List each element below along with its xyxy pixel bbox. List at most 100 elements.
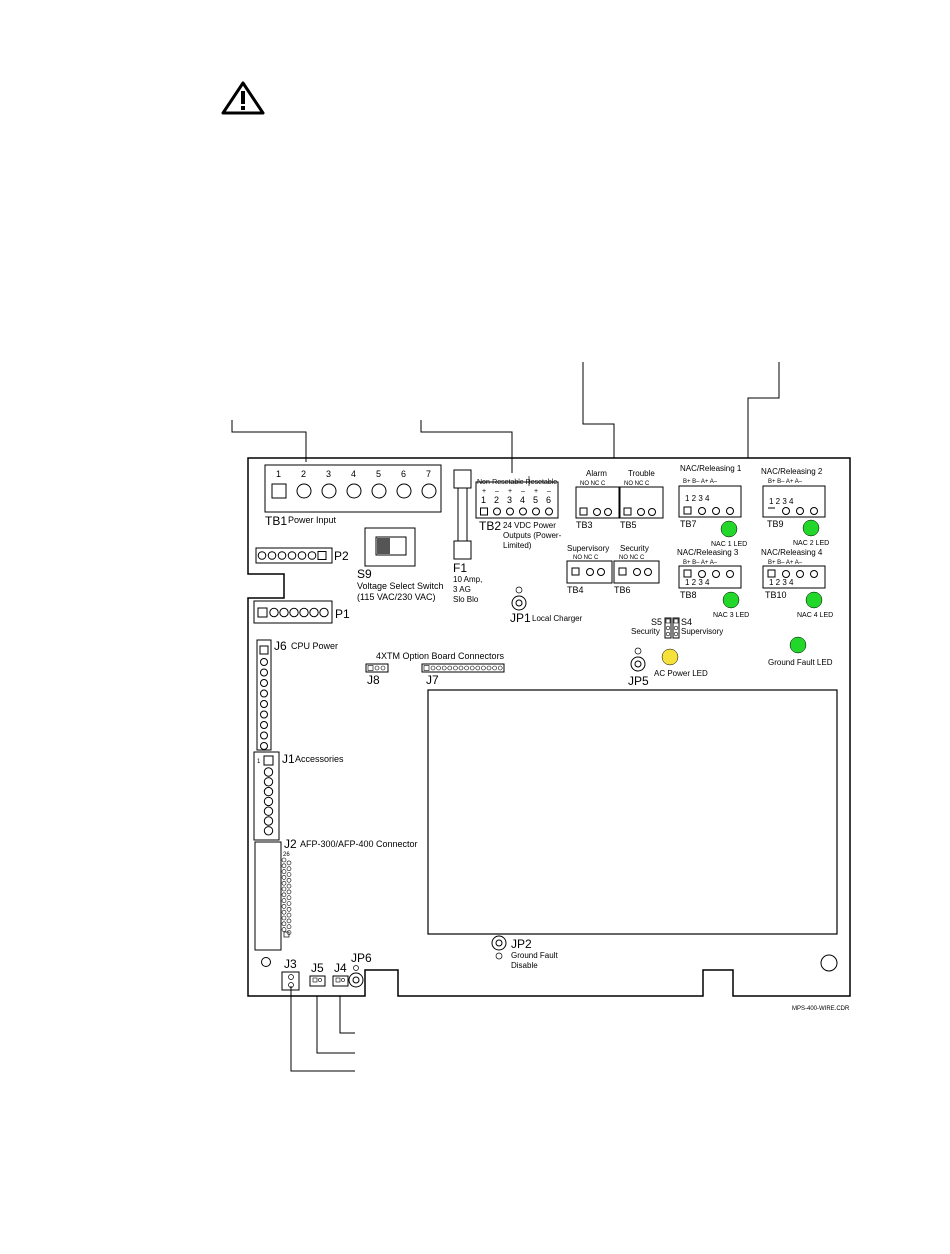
j1-pin	[263, 806, 274, 816]
p2-name: P2	[334, 549, 349, 563]
tb1-terminal	[421, 483, 437, 499]
p1-connector: P1	[253, 600, 350, 624]
j7-pin	[486, 665, 492, 671]
j2-pin	[286, 883, 292, 889]
tb8-nac-3: NAC/Releasing 3 B+ B– A+ A– 1 2 3 4 TB8 …	[677, 548, 749, 619]
tb2-polarity: –	[521, 488, 525, 495]
j2-pin	[281, 857, 287, 863]
nac-3-led	[722, 591, 740, 609]
j2-pin	[281, 904, 287, 909]
j1-pin	[263, 816, 274, 826]
jp1-desc: Local Charger	[532, 614, 583, 623]
j1-pin	[263, 796, 274, 807]
j2-pin	[286, 877, 292, 883]
j2-pin	[286, 889, 292, 895]
s4-name: S4	[681, 617, 692, 627]
j7-pin	[475, 665, 481, 671]
j6-pin	[260, 710, 268, 719]
p1-pin	[299, 607, 309, 618]
tb2-polarity: +	[534, 488, 538, 495]
tb6-security: Security NO NC C TB6	[613, 544, 660, 595]
p1-pin	[319, 607, 329, 618]
j6-pin	[260, 679, 268, 687]
jp5-jumper: JP5	[628, 647, 649, 688]
tb5-title: Trouble	[628, 469, 655, 478]
p1-pin	[269, 607, 279, 618]
j2-pin	[281, 915, 287, 921]
tb2-polarity: +	[482, 488, 486, 495]
jp2-ground-fault-disable: JP2 Ground Fault Disable	[491, 935, 558, 970]
drawing-id: MPS-400-WIRE.CDR	[792, 1006, 850, 1012]
switch-dark-half	[377, 538, 390, 554]
tb5-name: TB5	[620, 520, 637, 530]
j2-pin	[286, 906, 292, 912]
j2-pin	[286, 872, 292, 877]
tb7-nac-1: NAC/Releasing 1 B+ B– A+ A– 1 2 3 4 TB7 …	[678, 464, 747, 548]
j2-pin	[281, 909, 287, 915]
j1-pin	[263, 767, 274, 777]
s5-s4-switches: S5 S4 Security Supervisory	[631, 617, 723, 639]
j1-pin	[263, 777, 274, 787]
tb7-title: NAC/Releasing 1	[680, 464, 742, 473]
j1-pin-mark: 1	[257, 759, 261, 765]
j2-pin	[281, 863, 287, 869]
p2-pin	[287, 551, 297, 560]
bottom-jumpers: J3 J5 J4 JP6	[281, 951, 372, 991]
p1-name: P1	[335, 607, 350, 621]
j2-pin	[286, 895, 292, 901]
tb2-terminal	[519, 507, 527, 516]
tb3-name: TB3	[576, 520, 593, 530]
tb2-line3: Limited)	[503, 541, 532, 550]
tb2-name: TB2	[479, 519, 501, 533]
j7-pin	[492, 665, 497, 671]
tb10-title: NAC/Releasing 4	[761, 548, 823, 557]
p2-pin	[257, 551, 267, 560]
tb10-terms: B+ B– A+ A–	[768, 560, 803, 566]
tb2-line1: 24 VDC Power	[503, 521, 556, 530]
tb2-polarity: +	[508, 488, 512, 495]
s9-line1: Voltage Select Switch	[357, 581, 444, 591]
j7-pin	[441, 665, 447, 671]
tb8-terms: B+ B– A+ A–	[683, 560, 718, 566]
jp6-name: JP6	[351, 951, 372, 965]
tb3-alarm: Alarm NO NC C TB3	[575, 469, 620, 530]
p2-pin	[267, 551, 277, 560]
tb2-terminal	[532, 507, 540, 516]
tb1-pin-label: 2	[301, 469, 306, 479]
f1-line1: 10 Amp,	[453, 575, 482, 584]
p2-pin-square	[317, 551, 327, 560]
j6-pin	[260, 689, 268, 698]
tb1-pin-label: 1	[276, 469, 281, 479]
j4-name: J4	[334, 961, 347, 975]
tb2-power-outputs: Non-Resetable Resetable +1–2+3–4+5–6 TB2…	[475, 476, 562, 550]
tb9-nac-2: NAC/Releasing 2 B+ B– A+ A– 1 2 3 4 TB9 …	[761, 467, 829, 547]
j2-pin	[281, 869, 287, 874]
tb1-desc: Power Input	[288, 515, 337, 525]
tb1-terminal	[296, 483, 312, 499]
j1-accessories: 1 J1 Accessories	[253, 751, 344, 841]
tb2-pin-label: 2	[494, 495, 499, 505]
j6-pin	[260, 658, 268, 666]
j2-pin	[286, 866, 292, 872]
tb8-name: TB8	[680, 590, 697, 600]
j2-pin	[286, 860, 292, 866]
j7-pin	[497, 665, 503, 671]
tb7-pins: 1 2 3 4	[685, 494, 710, 503]
j2-pin	[286, 912, 292, 918]
j2-name: J2	[284, 837, 297, 851]
warning-triangle-icon	[221, 81, 265, 115]
p1-pin	[289, 607, 299, 618]
tb7-name: TB7	[680, 519, 697, 529]
afp-panel-area	[427, 689, 838, 935]
p1-pin	[279, 607, 289, 618]
tb10-name: TB10	[765, 590, 787, 600]
tb1-terminal	[321, 483, 337, 499]
tb8-pins: 1 2 3 4	[685, 578, 710, 587]
p2-pin	[297, 551, 307, 560]
j2-afp-connector: 26 J2 AFP-300/AFP-400 Connector	[254, 837, 418, 951]
j2-pin	[286, 901, 292, 906]
tb2-terminal	[545, 507, 553, 516]
tb2-pin-label: 4	[520, 495, 525, 505]
j2-desc: AFP-300/AFP-400 Connector	[300, 839, 418, 849]
